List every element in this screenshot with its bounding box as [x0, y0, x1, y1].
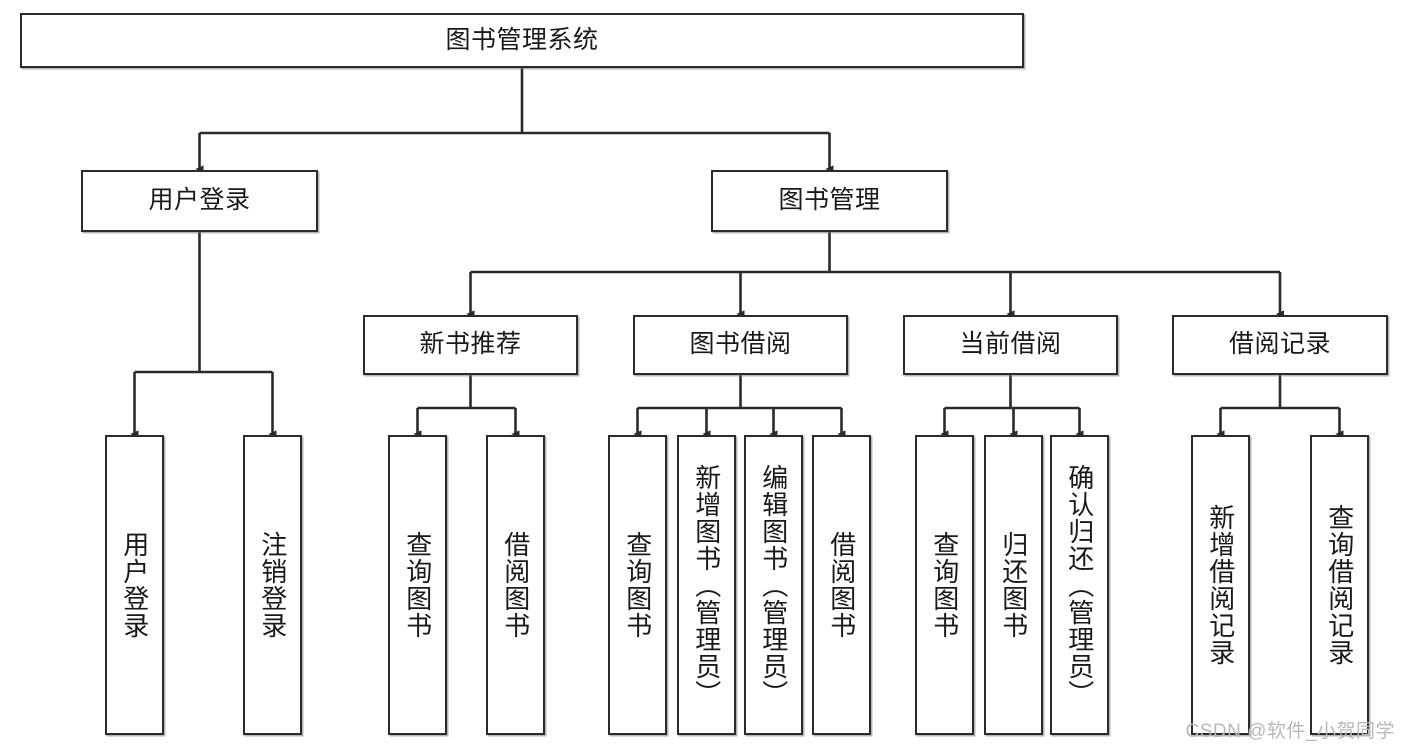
node-borrow-record-label: 借阅记录 [1228, 330, 1331, 359]
node-book-manage[interactable]: 图书管理 [711, 170, 948, 232]
leaf-user-login[interactable]: 用户登录 [105, 435, 164, 735]
leaf-user-logout-label: 注销登录 [257, 531, 288, 639]
leaf-confirm-return-label: 确认归还（管理员） [1064, 463, 1095, 707]
node-current-borrow-label: 当前借阅 [959, 330, 1062, 359]
leaf-edit-book-label: 编辑图书（管理员） [758, 463, 789, 707]
node-root[interactable]: 图书管理系统 [20, 13, 1024, 68]
leaf-borrow-book-1[interactable]: 借阅图书 [486, 435, 545, 735]
leaf-return-book-label: 归还图书 [998, 531, 1029, 639]
leaf-confirm-return[interactable]: 确认归还（管理员） [1050, 435, 1109, 735]
leaf-query-book-3[interactable]: 查询图书 [915, 435, 974, 735]
leaf-query-book-2-label: 查询图书 [622, 531, 653, 639]
node-book-manage-label: 图书管理 [778, 186, 881, 215]
leaf-query-book-2[interactable]: 查询图书 [608, 435, 667, 735]
leaf-add-book[interactable]: 新增图书（管理员） [677, 435, 736, 735]
leaf-query-record-label: 查询借阅记录 [1324, 504, 1355, 666]
leaf-edit-book[interactable]: 编辑图书（管理员） [744, 435, 803, 735]
node-new-book-rec-label: 新书推荐 [419, 330, 522, 359]
leaf-user-logout[interactable]: 注销登录 [243, 435, 302, 735]
node-current-borrow[interactable]: 当前借阅 [903, 315, 1118, 375]
node-user-login-label: 用户登录 [148, 186, 251, 215]
leaf-borrow-book-2[interactable]: 借阅图书 [812, 435, 871, 735]
node-new-book-rec[interactable]: 新书推荐 [363, 315, 578, 375]
node-book-borrow-label: 图书借阅 [689, 330, 792, 359]
leaf-borrow-book-1-label: 借阅图书 [500, 531, 531, 639]
leaf-query-book-1[interactable]: 查询图书 [388, 435, 447, 735]
csdn-watermark: CSDN @软件_小贺同学 [1185, 721, 1395, 742]
node-borrow-record[interactable]: 借阅记录 [1172, 315, 1388, 375]
node-root-label: 图书管理系统 [445, 25, 599, 54]
leaf-query-book-3-label: 查询图书 [929, 531, 960, 639]
leaf-return-book[interactable]: 归还图书 [984, 435, 1043, 735]
leaf-user-login-label: 用户登录 [119, 531, 150, 639]
leaf-add-book-label: 新增图书（管理员） [691, 463, 722, 707]
leaf-query-record[interactable]: 查询借阅记录 [1310, 435, 1369, 735]
leaf-borrow-book-2-label: 借阅图书 [826, 531, 857, 639]
leaf-add-record[interactable]: 新增借阅记录 [1191, 435, 1250, 735]
leaf-add-record-label: 新增借阅记录 [1205, 504, 1236, 666]
node-book-borrow[interactable]: 图书借阅 [633, 315, 848, 375]
leaf-query-book-1-label: 查询图书 [402, 531, 433, 639]
node-user-login[interactable]: 用户登录 [81, 170, 318, 232]
